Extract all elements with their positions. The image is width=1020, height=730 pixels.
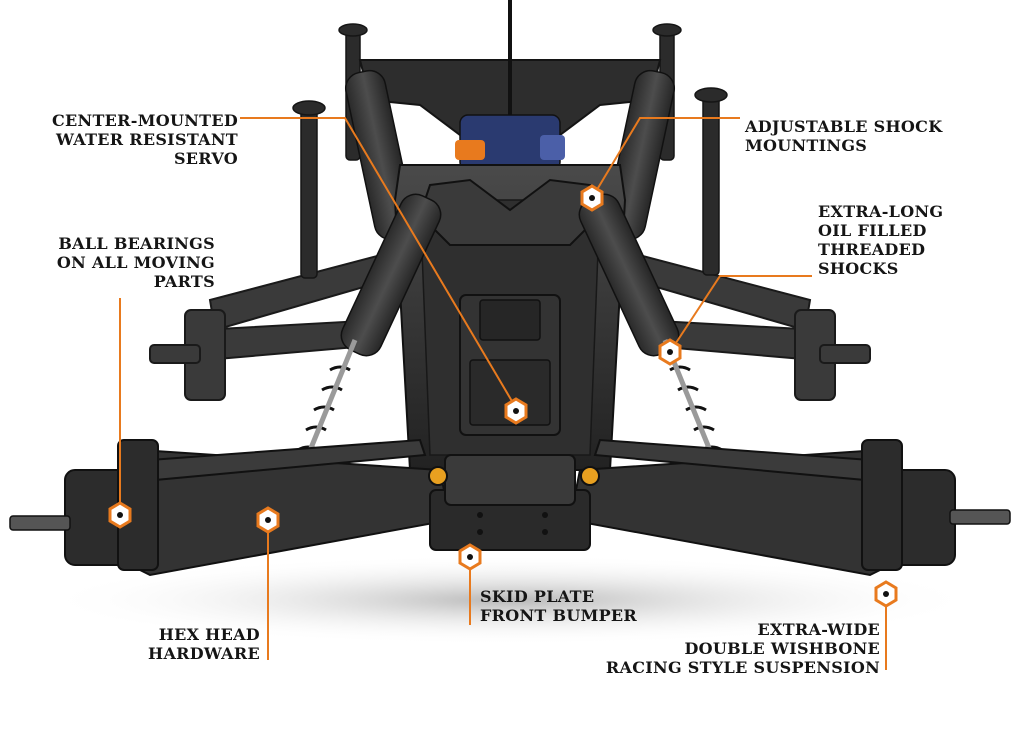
callout-bearings-line-2: ON ALL MOVING: [56, 253, 215, 272]
callout-servo-line-3: SERVO: [173, 149, 238, 168]
callout-shocks: EXTRA-LONG OIL FILLED THREADED SHOCKS: [818, 202, 943, 278]
callout-shock-mount-line-2: MOUNTINGS: [745, 136, 868, 155]
callout-hex-line-1: HEX HEAD: [158, 625, 260, 644]
callout-shock-mount: ADJUSTABLE SHOCK MOUNTINGS: [745, 117, 942, 155]
callout-skid: SKID PLATE FRONT BUMPER: [480, 587, 637, 625]
front-hubs: [64, 439, 956, 571]
callout-skid-line-1: SKID PLATE: [480, 587, 595, 606]
front-lower-arms: [118, 438, 902, 577]
callout-bearings-line-3: PARTS: [153, 272, 215, 291]
shock-mount-leader: [591, 117, 740, 199]
callout-suspension-line-1: EXTRA-WIDE: [757, 620, 880, 639]
callout-suspension-line-2: DOUBLE WISHBONE: [684, 639, 880, 658]
callout-bearings-line-1: BALL BEARINGS: [58, 234, 215, 253]
ground-shadow: [40, 555, 980, 645]
callout-shocks-line-1: EXTRA-LONG: [818, 202, 944, 221]
callout-servo: CENTER-MOUNTED WATER RESISTANT SERVO: [10, 111, 238, 168]
callout-hex-line-2: HARDWARE: [148, 644, 260, 663]
shocks-leader: [669, 275, 812, 353]
callout-skid-line-2: FRONT BUMPER: [480, 606, 638, 625]
callout-suspension-line-3: RACING STYLE SUSPENSION: [605, 658, 880, 677]
callout-hex: HEX HEAD HARDWARE: [100, 625, 260, 663]
callout-servo-line-2: WATER RESISTANT: [55, 130, 238, 149]
servo-leader: [240, 117, 517, 409]
callout-shocks-line-4: SHOCKS: [818, 259, 899, 278]
axles: [9, 509, 1011, 531]
front-bumper: [428, 454, 600, 551]
callout-suspension: EXTRA-WIDE DOUBLE WISHBONE RACING STYLE …: [560, 620, 880, 677]
callout-servo-line-1: CENTER-MOUNTED: [52, 111, 238, 130]
electronics: [455, 114, 565, 171]
callout-shock-mount-line-1: ADJUSTABLE SHOCK: [745, 117, 943, 136]
rear-suspension: [149, 248, 871, 401]
callout-shocks-line-3: THREADED: [818, 240, 926, 259]
callout-bearings: BALL BEARINGS ON ALL MOVING PARTS: [10, 234, 215, 291]
callout-shocks-line-2: OIL FILLED: [818, 221, 927, 240]
servo-area: [459, 294, 561, 436]
